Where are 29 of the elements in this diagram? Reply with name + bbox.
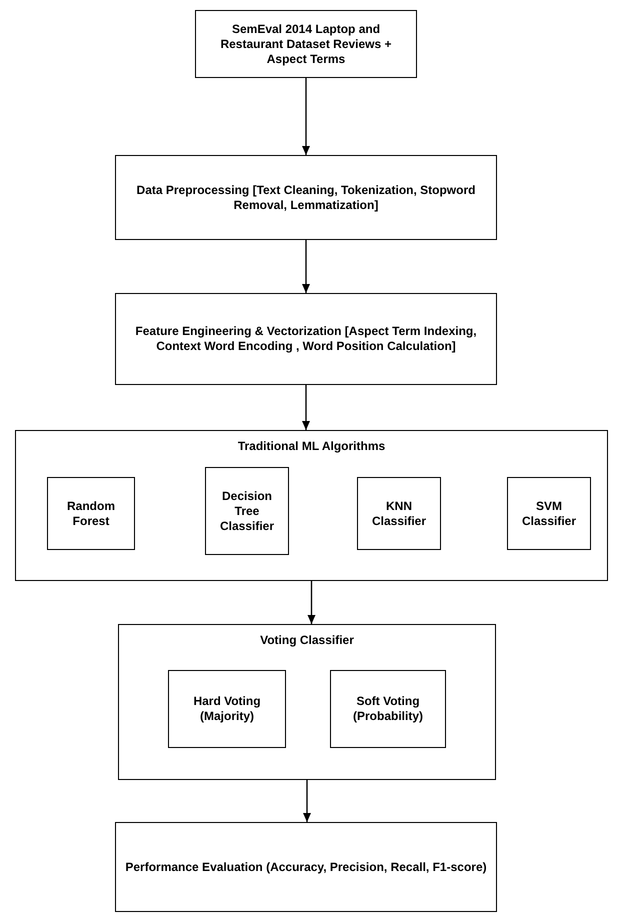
process-box <box>115 293 497 385</box>
process-box <box>195 10 417 78</box>
box-label: Feature Engineering & Vectorization [Aspect Term Indexing, Context Word Encoding , Word Position Calculation] <box>134 324 478 354</box>
box-label: Performance Evaluation (Accuracy, Precision, Recall, F1-score) <box>125 860 487 874</box>
box-label: Soft Voting (Probability) <box>352 694 424 724</box>
process-box <box>205 467 289 555</box>
process-box <box>330 670 446 748</box>
group-title: Traditional ML Algorithms <box>238 439 386 454</box>
arrow <box>308 581 316 624</box>
process-box <box>168 670 286 748</box>
process-box <box>115 155 497 240</box>
process-box <box>47 477 135 550</box>
group-box <box>15 430 608 581</box>
box-label: Random Forest <box>66 498 116 528</box>
process-box <box>357 477 441 550</box>
arrow <box>302 240 310 293</box>
group-box <box>118 624 496 780</box>
box-label: SVM Classifier <box>520 498 578 528</box>
arrow <box>302 385 310 430</box>
arrow <box>303 780 311 822</box>
arrow <box>302 78 310 155</box>
box-label: Hard Voting (Majority) <box>192 694 262 724</box>
box-label: Decision Tree Classifier <box>218 488 276 534</box>
process-box <box>507 477 591 550</box>
group-title: Voting Classifier <box>260 633 354 648</box>
box-label: SemEval 2014 Laptop and Restaurant Dataset Reviews + Aspect Terms <box>219 22 393 66</box>
process-box <box>115 822 497 912</box>
box-label: KNN Classifier <box>370 498 428 528</box>
box-label: Data Preprocessing [Text Cleaning, Tokenization, Stopword Removal, Lemmatization] <box>136 182 476 212</box>
